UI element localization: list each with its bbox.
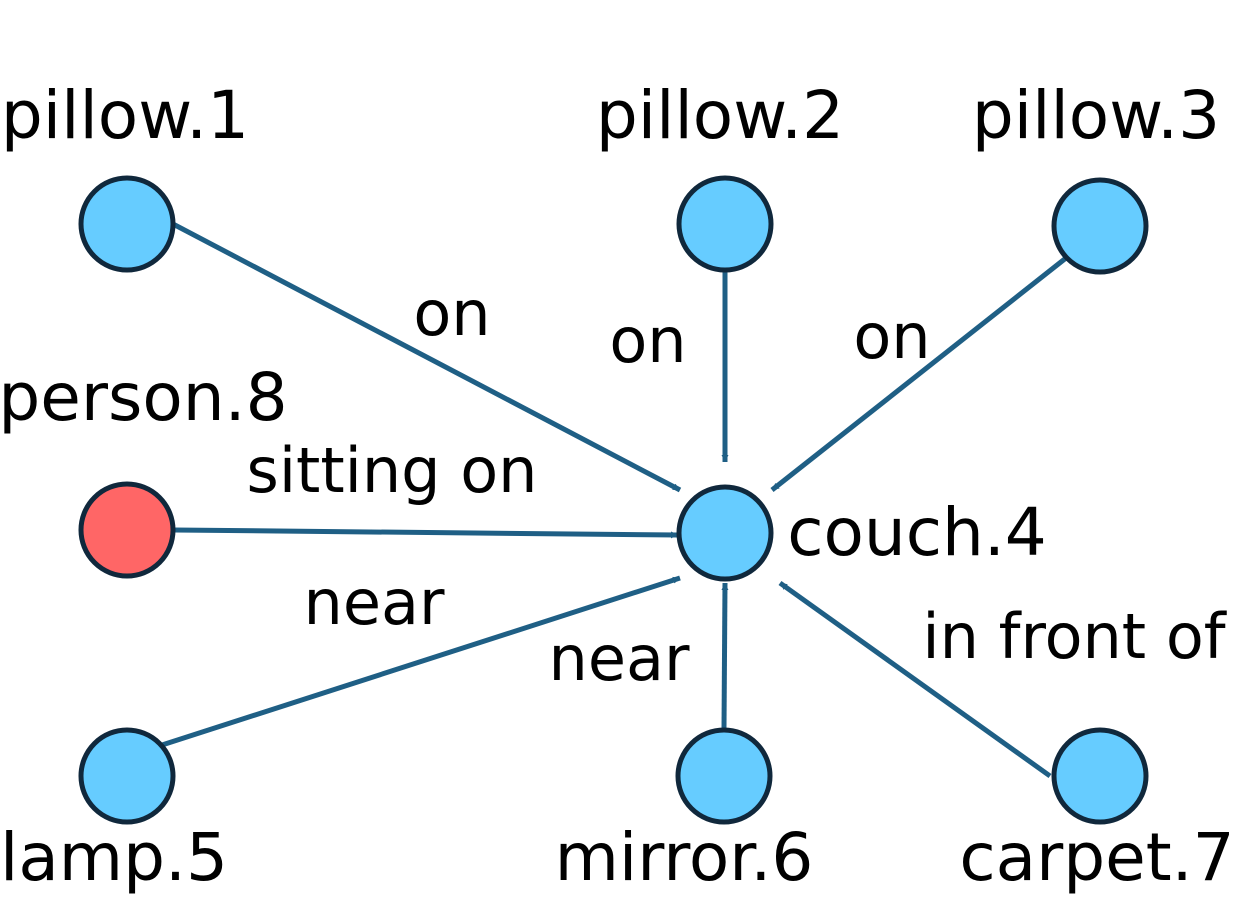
node-label-pillow2: pillow.2	[596, 77, 844, 154]
node-label-carpet7: carpet.7	[959, 819, 1234, 896]
node-pillow1	[78, 175, 176, 273]
node-couch4	[676, 484, 774, 582]
edge-label-pillow1-couch4: on	[413, 277, 490, 350]
node-labels: pillow.1 pillow.2 pillow.3 person.8 couc…	[0, 77, 1235, 896]
edge-pillow3-couch4	[770, 256, 1068, 492]
edge-lamp5-couch4	[161, 575, 681, 748]
edge-label-person8-couch4: sitting on	[247, 434, 538, 507]
node-carpet7	[1051, 727, 1149, 825]
edge-mirror6-couch4	[721, 582, 729, 729]
edge-labels: on on on sitting on near near in front o…	[247, 277, 1228, 695]
node-label-pillow3: pillow.3	[972, 77, 1220, 154]
node-pillow2	[676, 175, 774, 273]
node-mirror6	[675, 727, 773, 825]
edge-label-lamp5-couch4: near	[304, 566, 445, 639]
node-label-mirror6: mirror.6	[555, 819, 814, 896]
node-label-pillow1: pillow.1	[1, 77, 249, 154]
edge-label-carpet7-couch4: in front of	[922, 600, 1227, 673]
node-label-person8: person.8	[0, 359, 288, 436]
edge-label-pillow2-couch4: on	[609, 304, 686, 377]
edge-pillow1-couch4	[171, 221, 682, 493]
edge-label-mirror6-couch4: near	[549, 622, 690, 695]
edge-label-pillow3-couch4: on	[853, 300, 930, 373]
edge-carpet7-couch4	[778, 580, 1052, 779]
node-label-couch4: couch.4	[787, 494, 1047, 571]
node-person8	[78, 481, 176, 579]
nodes	[78, 175, 1149, 825]
node-pillow3	[1051, 177, 1149, 275]
node-lamp5	[78, 727, 176, 825]
edges	[161, 221, 1068, 779]
node-label-lamp5: lamp.5	[0, 819, 228, 896]
edge-person8-couch4	[173, 527, 679, 539]
